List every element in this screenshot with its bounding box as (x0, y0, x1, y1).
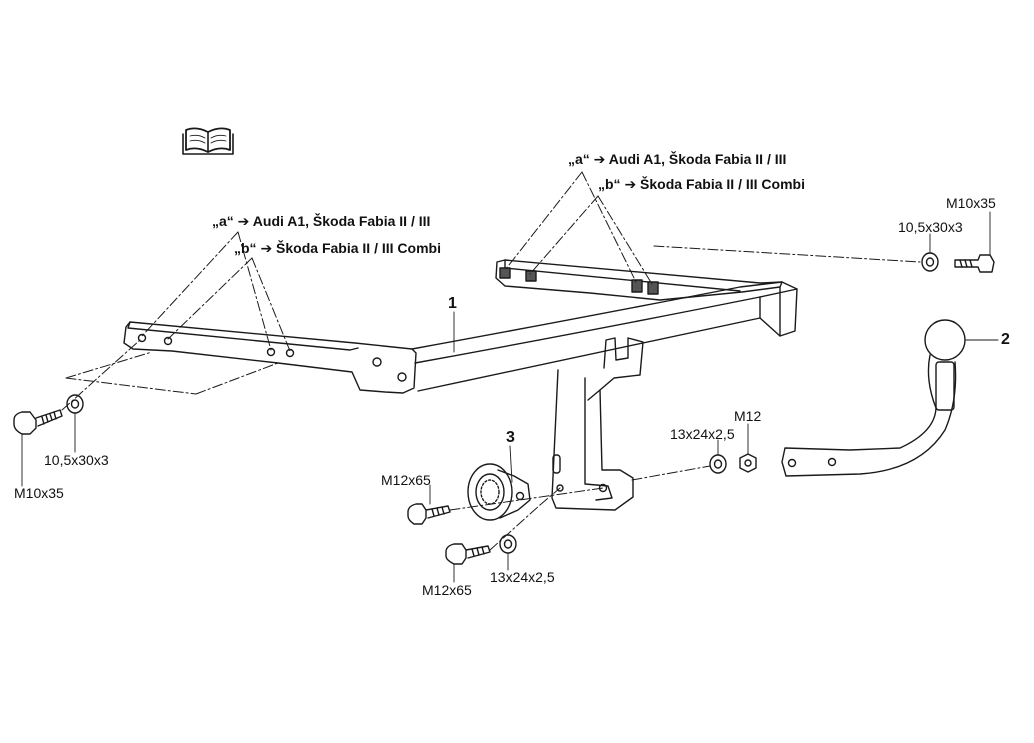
part-number-ball: 2 (1001, 331, 1010, 348)
variant-b-label-left: „b“ ➔ Škoda Fabia II / III Combi (234, 240, 441, 256)
right-washer (921, 252, 939, 272)
label-nut: M12 (734, 408, 762, 424)
plate-bolt (407, 503, 451, 525)
left-side-bracket (123, 321, 417, 394)
variant-a-label-left: „a“ ➔ Audi A1, Škoda Fabia II / III (212, 213, 431, 229)
ball-neck (781, 319, 966, 477)
left-bolt (13, 409, 63, 435)
variant-a-label-right: „a“ ➔ Audi A1, Škoda Fabia II / III (568, 151, 787, 167)
socket-plate (467, 463, 531, 521)
center-mount-bracket (551, 337, 644, 511)
assembly-lines (61, 171, 921, 551)
label-right-bolt: M10x35 (946, 195, 996, 211)
right-bolt (954, 254, 995, 273)
open-book-icon (182, 127, 234, 155)
label-lower-bolt: M12x65 (422, 582, 472, 598)
part-number-socket-plate: 3 (506, 429, 515, 446)
right-side-bracket (495, 259, 783, 301)
variant-b-label-right: „b“ ➔ Škoda Fabia II / III Combi (598, 176, 805, 192)
nut-washer (709, 454, 727, 474)
part-number-crossbar: 1 (448, 295, 457, 312)
label-left-washer: 10,5x30x3 (44, 452, 109, 468)
main-crossbar (411, 281, 798, 392)
label-lower-washer: 13x24x2,5 (490, 569, 555, 585)
label-left-bolt: M10x35 (14, 485, 64, 501)
m12-nut (739, 453, 757, 473)
label-right-washer: 10,5x30x3 (898, 219, 963, 235)
label-plate-bolt: M12x65 (381, 472, 431, 488)
lower-washer (499, 534, 517, 554)
lower-bolt (445, 543, 491, 565)
label-nut-washer: 13x24x2,5 (670, 426, 735, 442)
leader-lines (21, 211, 999, 583)
